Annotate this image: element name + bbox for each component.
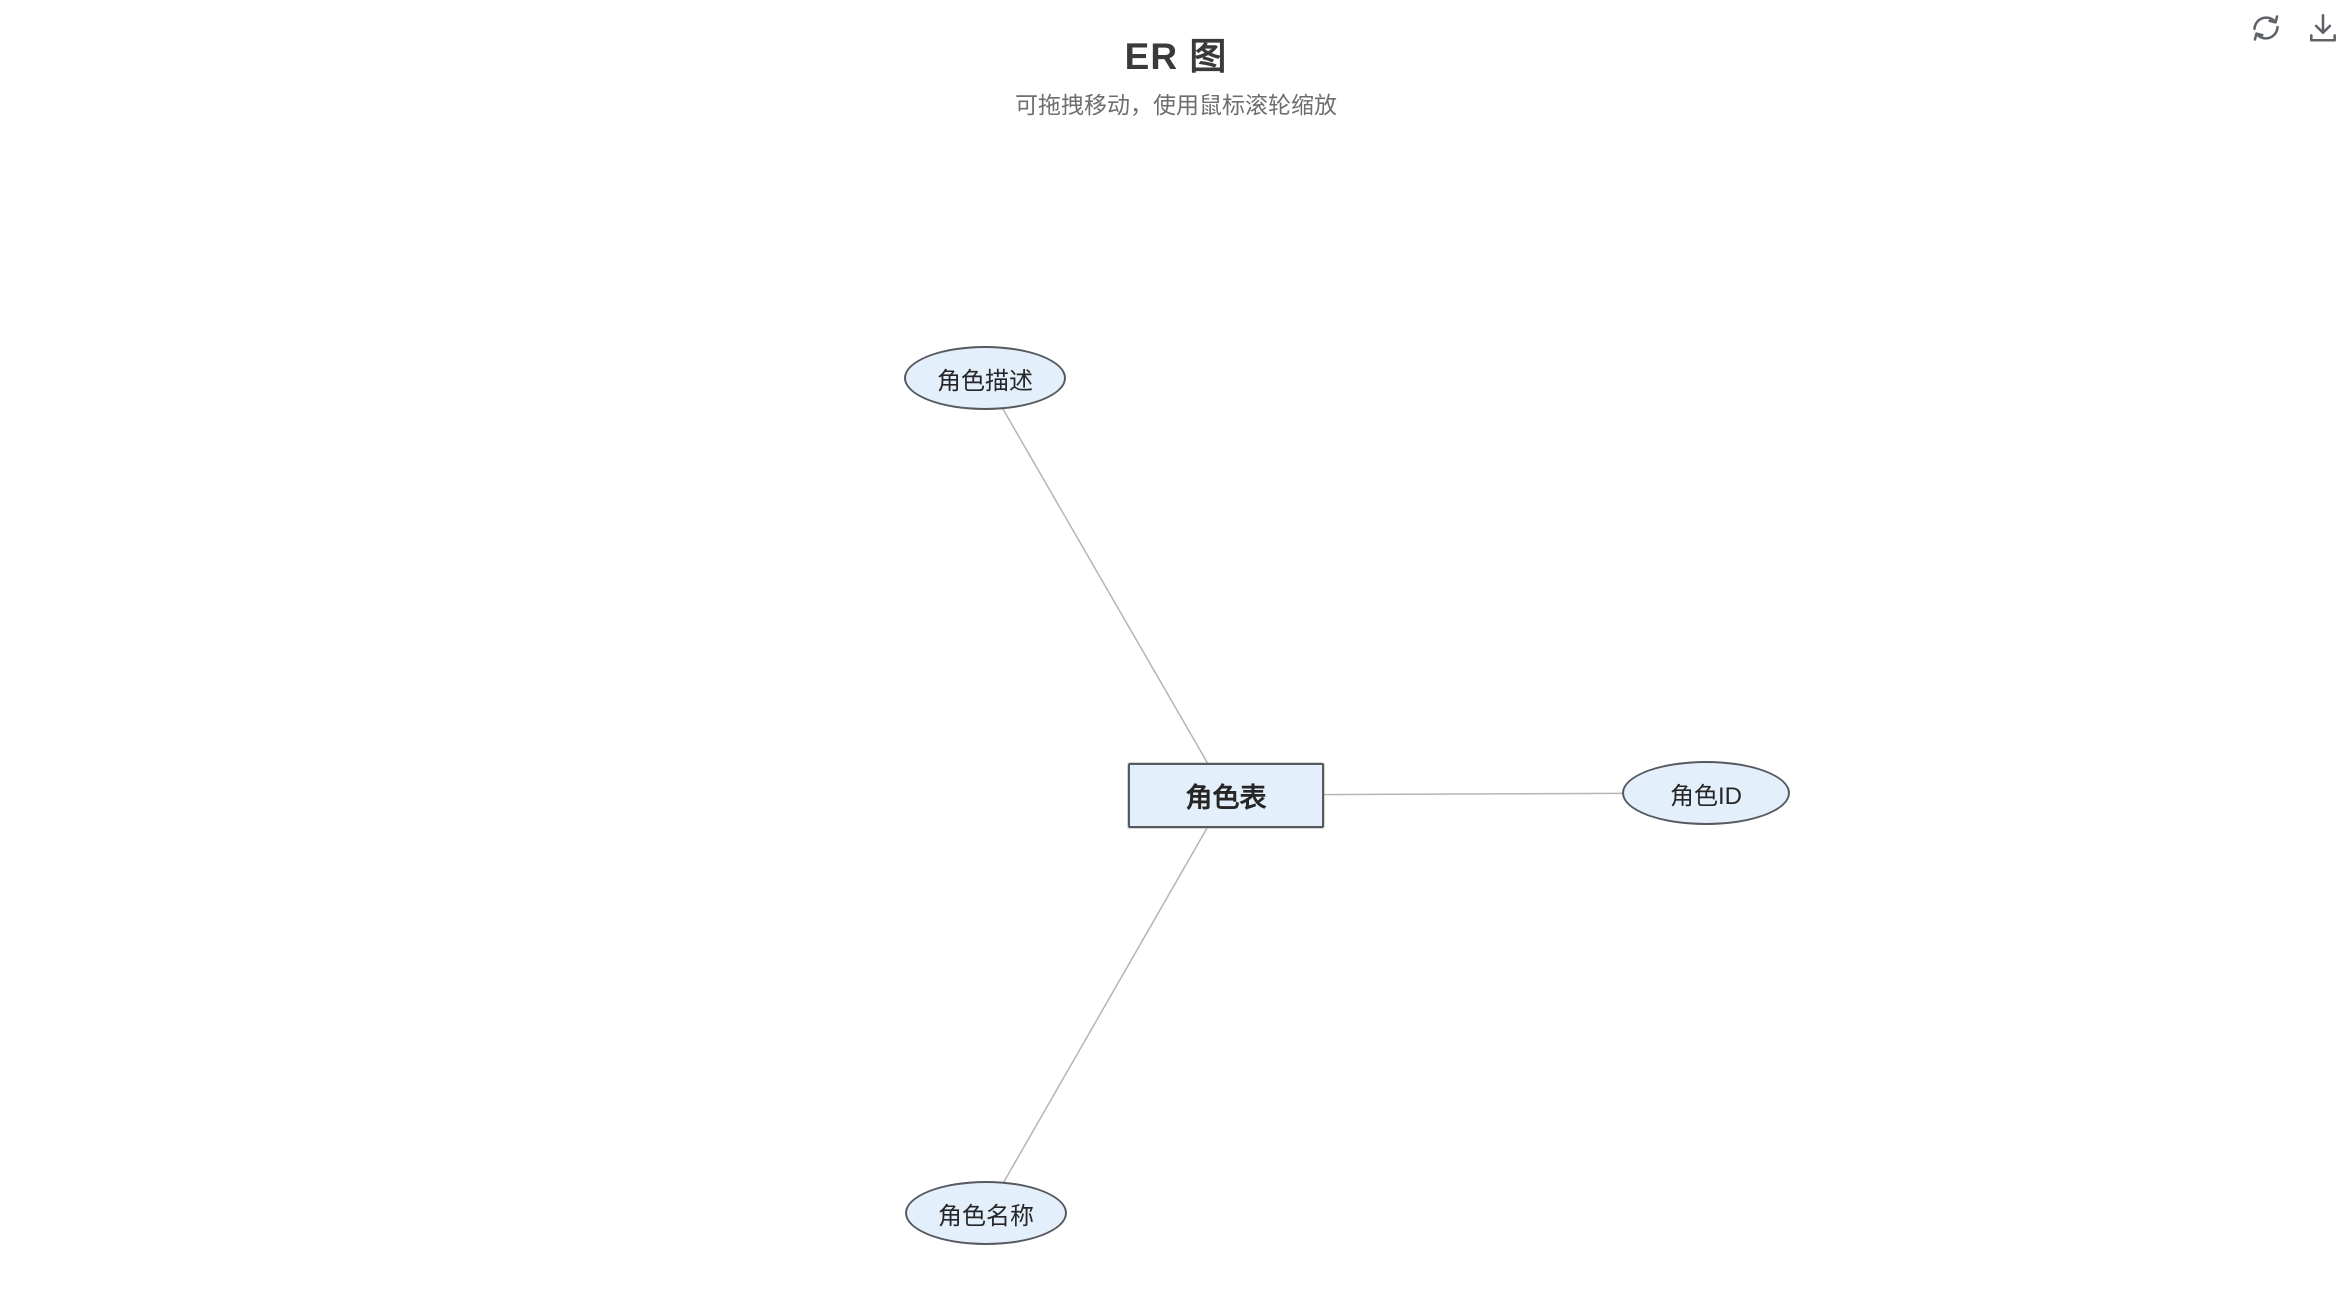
download-icon [2310, 13, 2336, 42]
attribute-label: 角色ID [1670, 782, 1742, 810]
attribute-node-role-description[interactable]: 角色描述 [904, 346, 1066, 410]
download-button[interactable] [2306, 11, 2340, 45]
attribute-node-role-name[interactable]: 角色名称 [905, 1181, 1067, 1245]
refresh-button[interactable] [2249, 11, 2283, 45]
link-line [984, 377, 1227, 796]
refresh-icon [2253, 15, 2279, 41]
attribute-label: 角色名称 [938, 1202, 1034, 1230]
link-line [985, 794, 1227, 1214]
entity-label: 角色表 [1185, 783, 1267, 813]
attribute-node-role-id[interactable]: 角色ID [1622, 761, 1790, 825]
toolbar [2249, 11, 2340, 45]
attribute-label: 角色描述 [937, 367, 1033, 395]
entity-node-role-table[interactable]: 角色表 [1128, 763, 1324, 828]
